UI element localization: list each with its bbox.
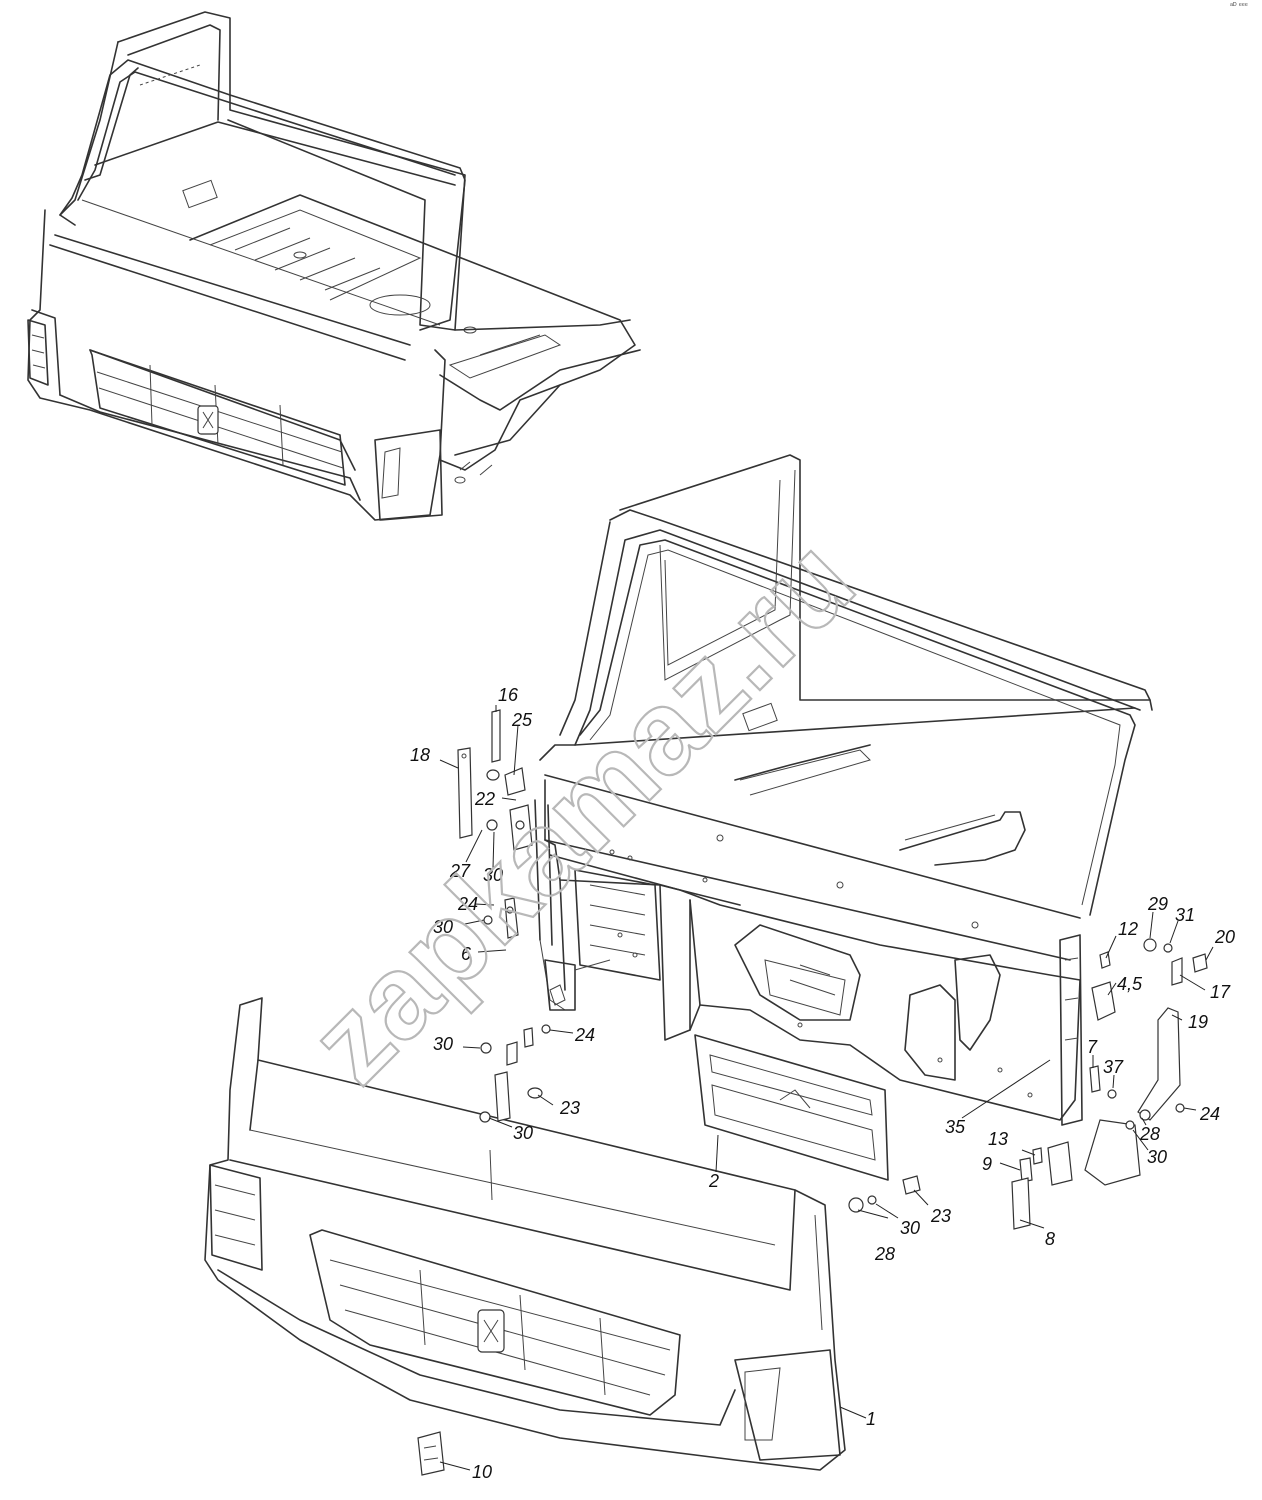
callout-6: 6 — [461, 944, 472, 964]
callout-20: 20 — [1214, 927, 1235, 947]
callout-10: 10 — [472, 1462, 492, 1482]
callout-17: 17 — [1210, 982, 1231, 1002]
callout-25: 25 — [511, 710, 533, 730]
callout-2: 2 — [708, 1171, 719, 1191]
callout-23b: 23 — [930, 1206, 951, 1226]
callout-24a: 24 — [457, 894, 478, 914]
callout-22: 22 — [474, 789, 495, 809]
callout-13: 13 — [988, 1129, 1008, 1149]
callout-31: 31 — [1175, 905, 1195, 925]
callout-37: 37 — [1103, 1057, 1124, 1077]
callout-30c: 30 — [433, 1034, 453, 1054]
callout-4-5: 4,5 — [1117, 974, 1143, 994]
leader-lines — [439, 705, 1214, 1471]
callout-labels: 1 2 4,5 6 7 8 9 10 12 13 16 17 18 19 20 … — [410, 685, 1235, 1482]
callout-1: 1 — [866, 1409, 876, 1429]
cab-frame-exploded — [534, 454, 1153, 1126]
watermark: zapkamaz.ru — [285, 514, 879, 1108]
bolt-holes — [609, 834, 1033, 1098]
callout-30d: 30 — [513, 1123, 533, 1143]
callout-30e: 30 — [900, 1218, 920, 1238]
callout-16: 16 — [498, 685, 519, 705]
callout-8: 8 — [1045, 1229, 1055, 1249]
callout-7: 7 — [1087, 1037, 1098, 1057]
front-facing-panel — [204, 997, 846, 1471]
callout-35: 35 — [945, 1117, 966, 1137]
callout-30f: 30 — [1147, 1147, 1167, 1167]
assembled-cab-view — [27, 11, 641, 521]
part-2-panel — [694, 1034, 889, 1181]
callout-9: 9 — [982, 1154, 992, 1174]
callout-30b: 30 — [433, 917, 453, 937]
callout-30a: 30 — [483, 865, 503, 885]
callout-19: 19 — [1188, 1012, 1208, 1032]
callout-27: 27 — [449, 861, 471, 881]
callout-29: 29 — [1147, 894, 1168, 914]
callout-24c: 24 — [1199, 1104, 1220, 1124]
callout-28b: 28 — [1139, 1124, 1160, 1144]
callout-24b: 24 — [574, 1025, 595, 1045]
callout-28a: 28 — [874, 1244, 895, 1264]
callout-12: 12 — [1118, 919, 1138, 939]
callout-18: 18 — [410, 745, 430, 765]
small-parts — [417, 709, 1208, 1476]
corner-mark: ᵃᴰ ᵉᵉᵉ — [1230, 1, 1248, 10]
callout-23a: 23 — [559, 1098, 580, 1118]
